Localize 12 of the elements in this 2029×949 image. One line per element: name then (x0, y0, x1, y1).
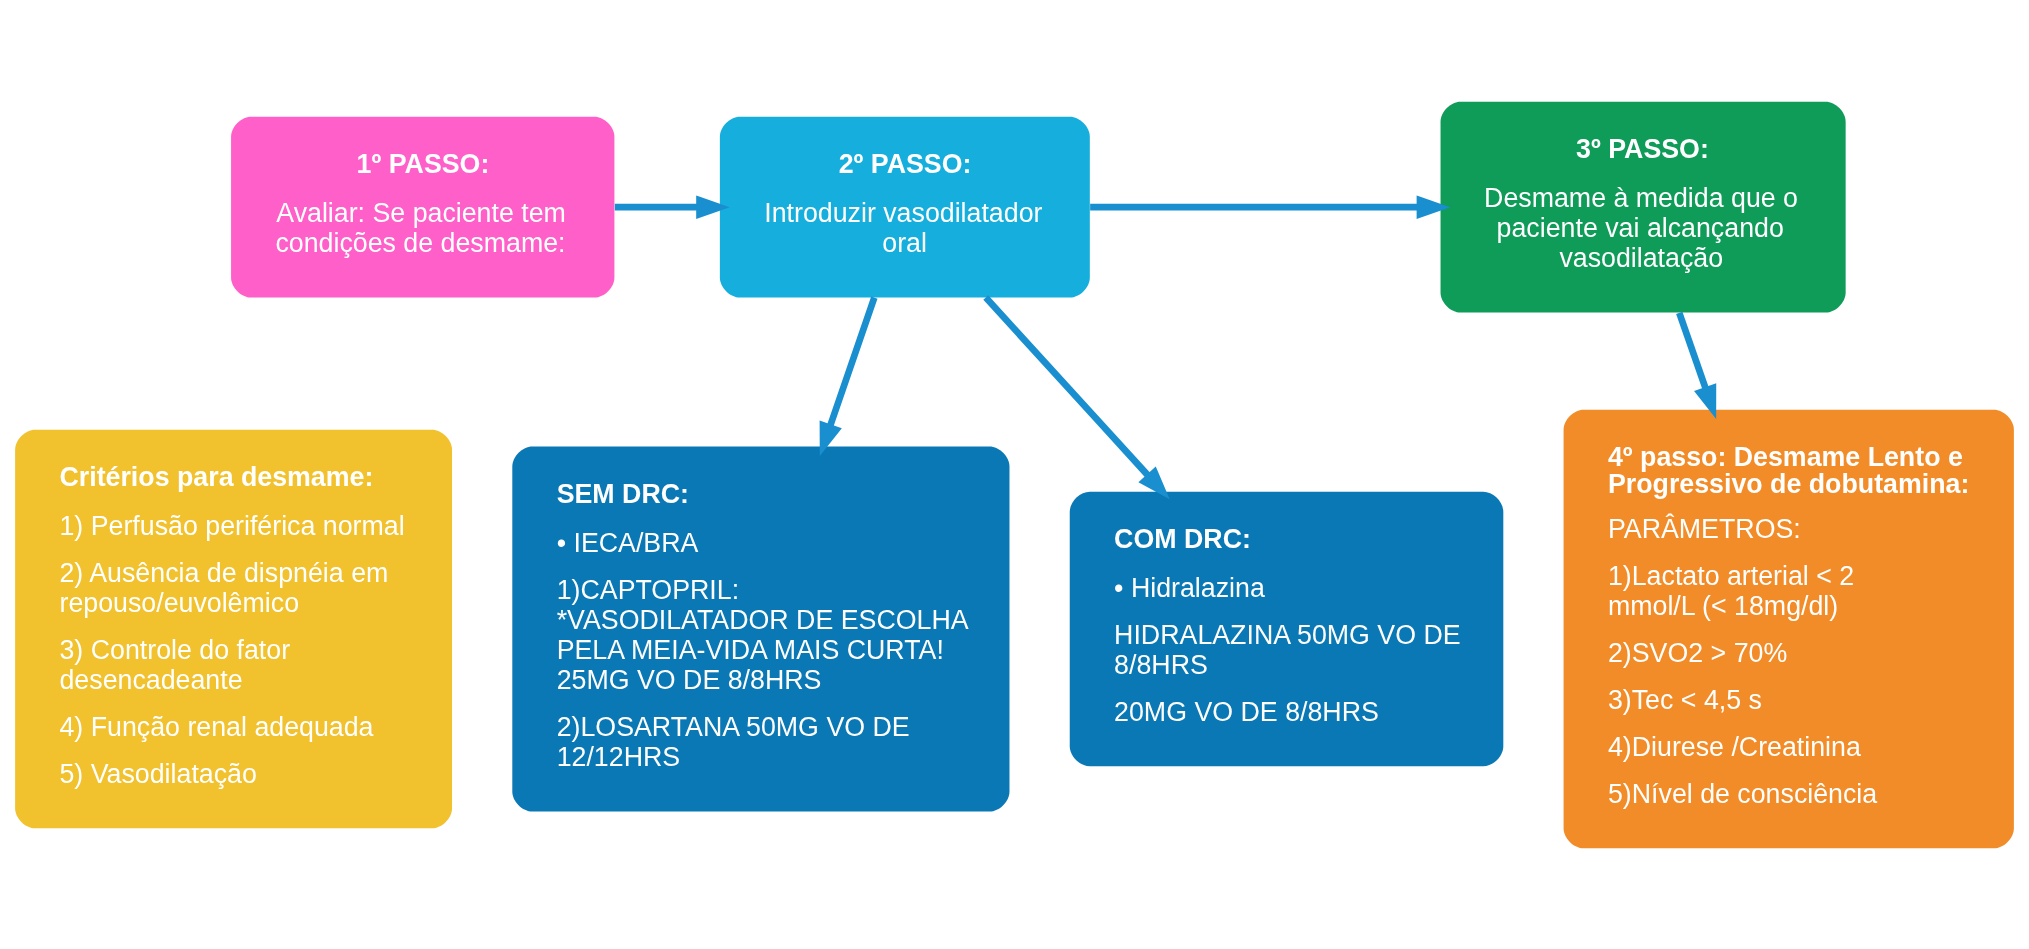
arrow (983, 294, 1170, 499)
node-box: 4º passo: Desmame Lento e Progressivo de dobutamina: PARÂMETROS: 1)Lactato arterial < 2 mmol/L (< 18mg/dl) 2)SVO2 > 70% 3)Tec < 4,5 s 4)Diurese /Creatinina 5)Nível de consciência (1563, 409, 2014, 848)
node-box: 2º PASSO: Introduzir vasodilatador oral (719, 116, 1090, 298)
arrow (1676, 311, 1717, 419)
node-box: 3º PASSO: Desmame à medida que o paciente vai alcançando vasodilatação (1440, 101, 1846, 313)
node-box: COM DRC: • Hidralazina HIDRALAZINA 50MG VO DE 8/8HRS 20MG VO DE 8/8HRS (1069, 491, 1504, 766)
node-box: 1º PASSO: Avaliar: Se paciente tem condições de desmame: (231, 116, 615, 298)
arrow (1090, 194, 1451, 219)
arrow (614, 194, 730, 219)
arrow (819, 296, 878, 456)
node-box: SEM DRC: • IECA/BRA 1)CAPTOPRIL: *VASODILATADOR DE ESCOLHA PELA MEIA-VIDA MAIS CURTA! 25MG VO DE 8/8HRS 2)LOSARTANA 50MG VO DE 12/12HRS (512, 446, 1010, 811)
node-box: Critérios para desmame: 1) Perfusão periférica normal 2) Ausência de dispnéia em repouso/euvolêmico 3) Controle do fator desencadeante 4) Função renal adequada 5) Vasodilatação (15, 429, 453, 828)
